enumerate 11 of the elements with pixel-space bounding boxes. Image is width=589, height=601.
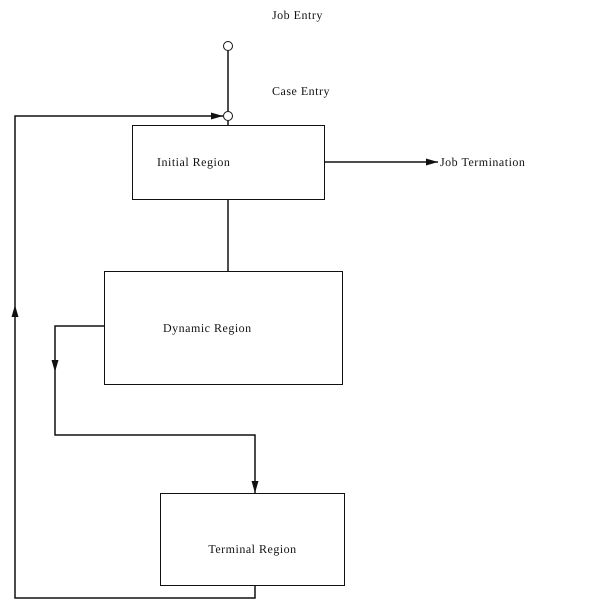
connector-circle — [223, 111, 233, 121]
region-label: Initial Region — [157, 155, 230, 170]
region-box — [132, 125, 325, 200]
region-box — [104, 271, 343, 385]
region-box — [160, 493, 345, 586]
terminal-label: Job Termination — [440, 153, 585, 171]
region-label: Terminal Region — [208, 542, 297, 557]
region-label: Dynamic Region — [163, 320, 252, 336]
entry-label: Job Entry — [272, 8, 323, 23]
entry-label: Case Entry — [272, 84, 330, 99]
connector-circle — [223, 41, 233, 51]
